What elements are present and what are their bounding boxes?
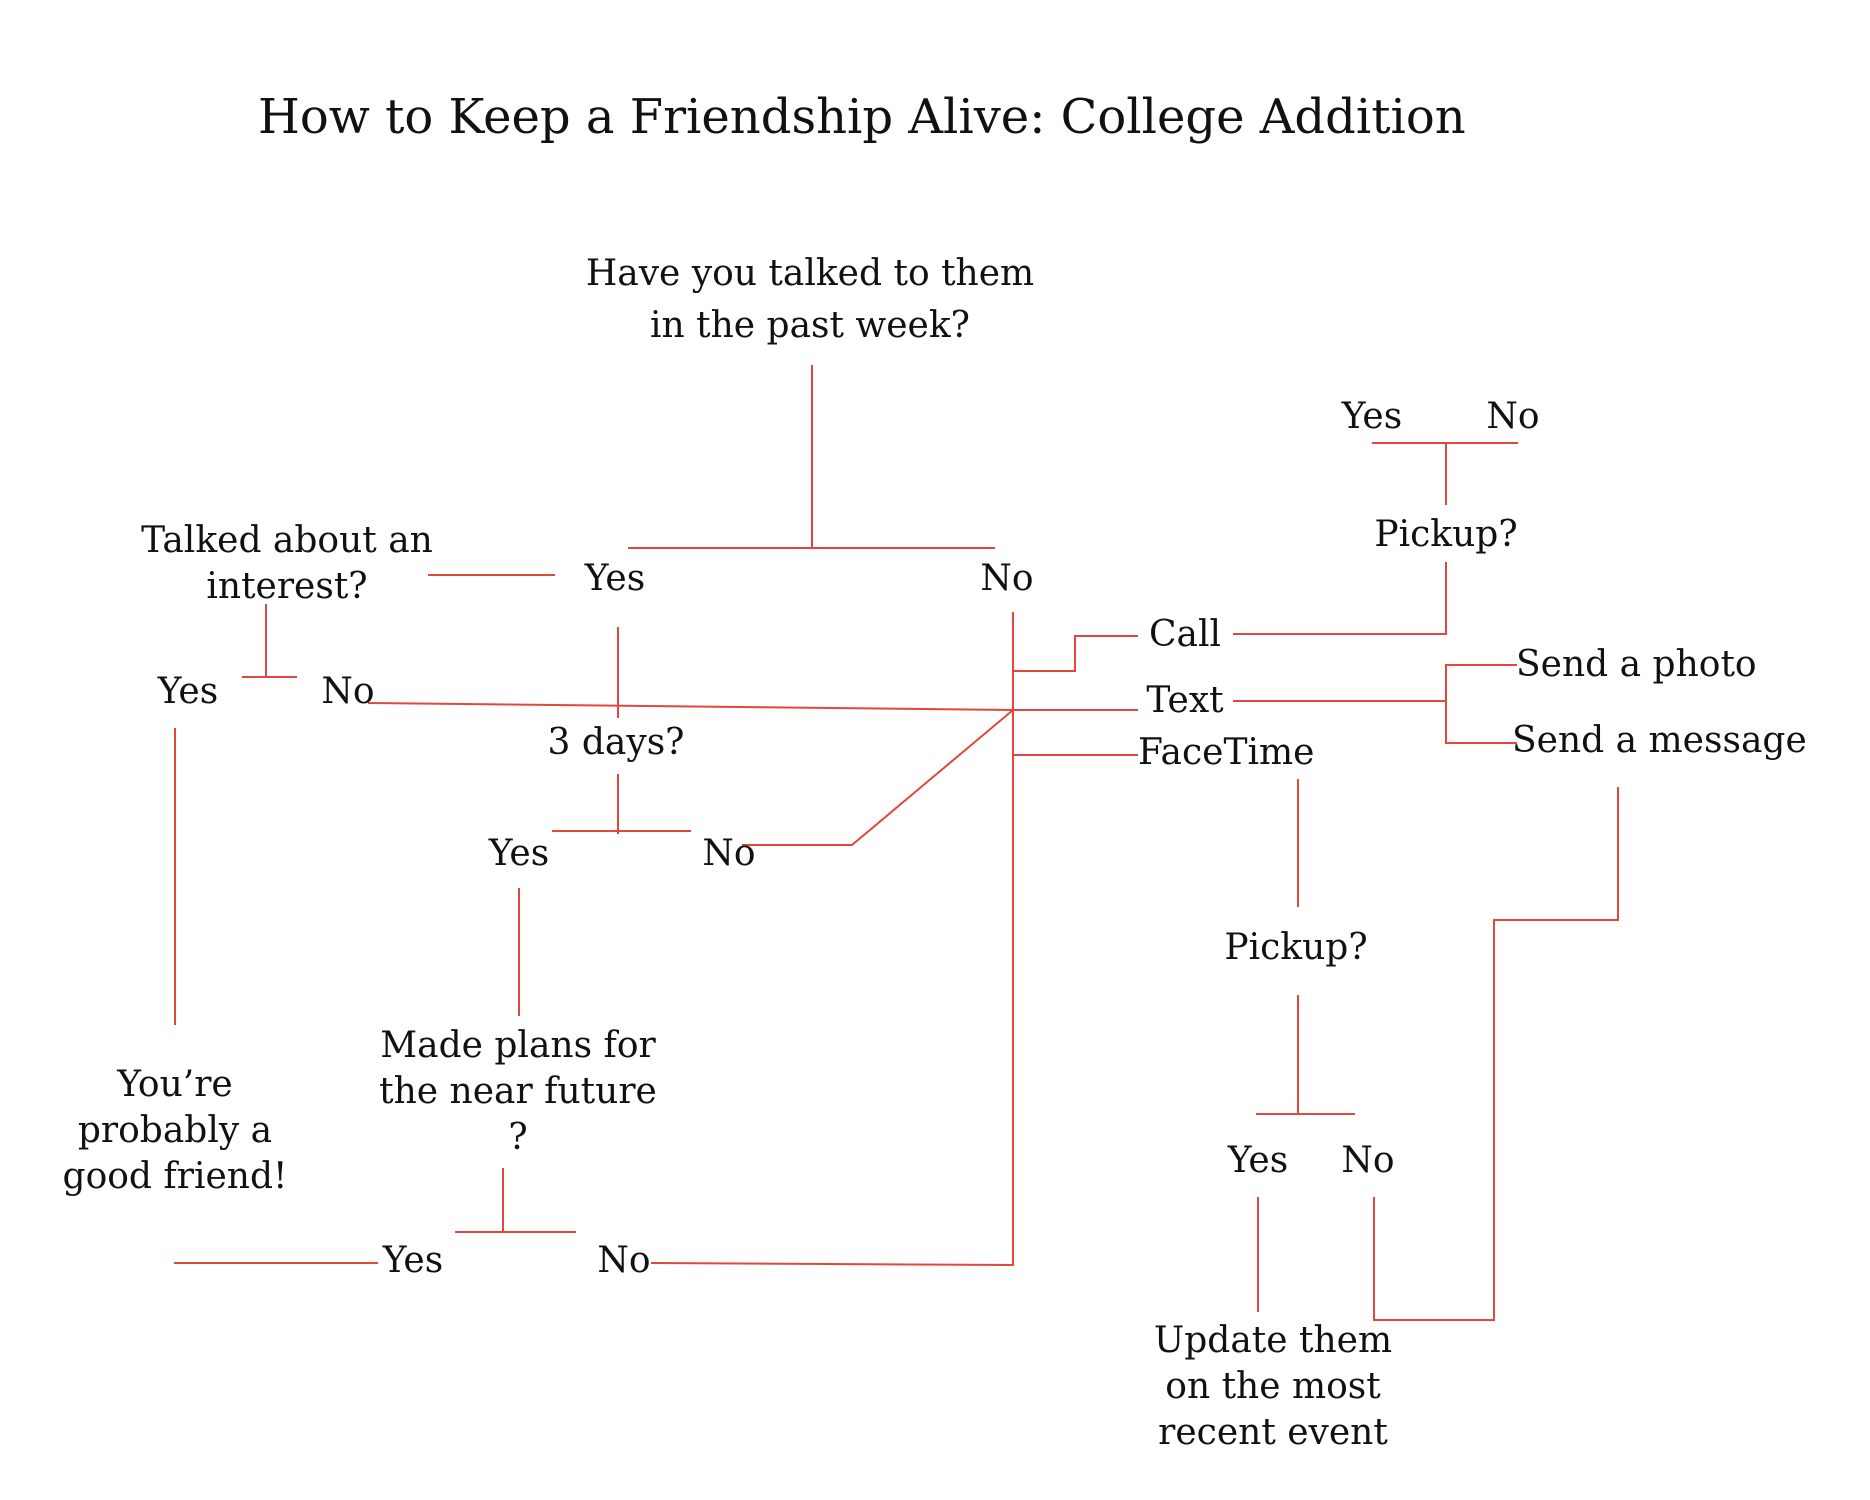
connector — [650, 612, 1014, 1267]
question-talked-past-week: Have you talked to them in the past week… — [585, 253, 1035, 346]
answer-no-interest: No — [321, 671, 375, 712]
answer-no-talked: No — [980, 558, 1034, 599]
connector — [742, 709, 1014, 846]
option-text: Text — [1146, 680, 1224, 721]
question-pickup-facetime: Pickup? — [1224, 927, 1368, 968]
answer-yes-talked: Yes — [584, 558, 646, 599]
answer-yes-pickup-call: Yes — [1341, 396, 1403, 437]
connector — [1373, 787, 1619, 1321]
question-3-days: 3 days? — [547, 722, 685, 763]
option-facetime: FaceTime — [1138, 732, 1315, 773]
answer-no-plans: No — [597, 1240, 651, 1281]
connector — [1013, 635, 1138, 672]
answer-yes-pickup-facetime: Yes — [1227, 1140, 1289, 1181]
option-send-message: Send a message — [1512, 720, 1807, 761]
option-send-photo: Send a photo — [1516, 644, 1757, 685]
question-interest: Talked about an interest? — [141, 520, 433, 607]
connector — [367, 702, 1014, 711]
answer-yes-3-days: Yes — [488, 833, 550, 874]
question-pickup-call: Pickup? — [1374, 514, 1518, 555]
answer-yes-interest: Yes — [157, 671, 219, 712]
answer-no-pickup-call: No — [1486, 396, 1540, 437]
result-good-friend: You’re probably a good friend! — [62, 1064, 288, 1197]
answer-no-3-days: No — [702, 833, 756, 874]
result-update-them: Update them on the most recent event — [1153, 1320, 1393, 1453]
answer-no-pickup-facetime: No — [1341, 1140, 1395, 1181]
option-call: Call — [1148, 614, 1222, 655]
connector — [1445, 664, 1517, 744]
connector — [1233, 562, 1447, 635]
question-made-plans: Made plans for the near future ? — [379, 1025, 657, 1158]
answer-yes-plans: Yes — [382, 1240, 444, 1281]
chart-title: How to Keep a Friendship Alive: College … — [258, 89, 1466, 145]
